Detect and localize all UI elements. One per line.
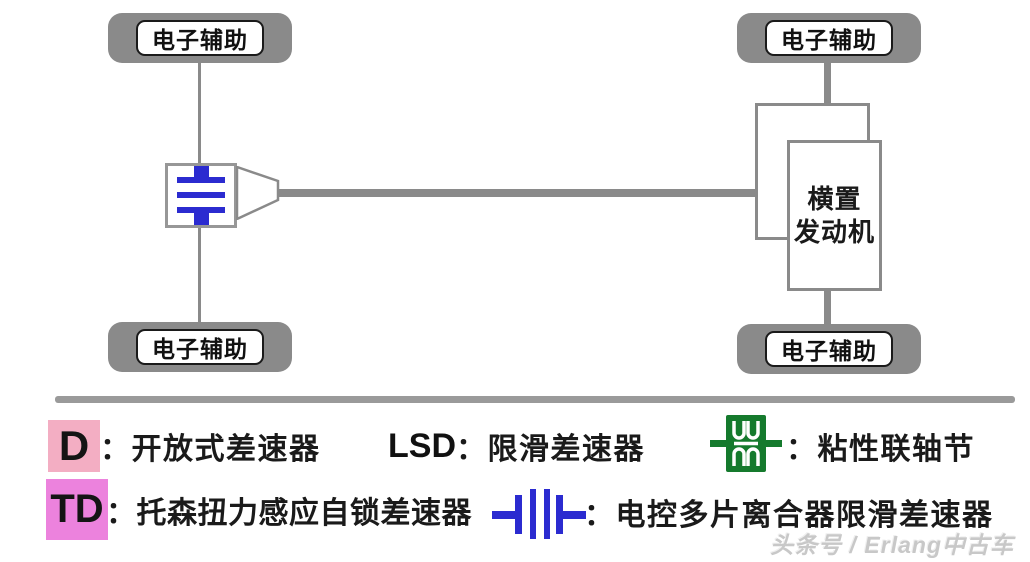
- front-differential-box: [165, 163, 237, 228]
- legend-viscous-coupling: [710, 414, 782, 474]
- viscous-coupling-icon: [710, 415, 782, 472]
- multi-plate-clutch-icon: [177, 166, 225, 225]
- legend-lsd-desc: ：限滑差速器: [456, 433, 645, 466]
- left-axle-line-lower: [198, 226, 201, 323]
- wheel-front-right: 电子辅助: [737, 13, 921, 63]
- divider-line: [55, 396, 1015, 403]
- engine-label-line1: 横置: [807, 183, 862, 214]
- engine-box: 横置 发动机: [787, 140, 882, 291]
- left-axle-line-upper: [198, 62, 201, 163]
- multi-plate-clutch-icon: [492, 489, 586, 539]
- wheel-label: 电子辅助: [765, 331, 893, 367]
- wheel-label: 电子辅助: [136, 329, 264, 365]
- wheel-label: 电子辅助: [765, 20, 893, 56]
- legend-chip-open-differential: D: [48, 420, 100, 472]
- wheel-rear-left: 电子辅助: [108, 322, 292, 372]
- watermark-text: 头条号 / Erlang中古车: [770, 532, 1014, 558]
- shaft-coupling-shape: [236, 166, 280, 220]
- wheel-label: 电子辅助: [136, 20, 264, 56]
- legend-chip-torsen: TD: [46, 479, 108, 540]
- legend-key-lsd: LSD: [388, 426, 456, 465]
- right-axle-line-upper: [824, 62, 831, 105]
- legend-clutch-lsd-desc: ：电控多片离合器限滑差速器: [584, 499, 994, 532]
- legend-open-differential-desc: ：开放式差速器: [100, 433, 321, 466]
- legend-clutch-lsd: [492, 487, 586, 541]
- driveshaft-line: [274, 189, 757, 197]
- wheel-front-left: 电子辅助: [108, 13, 292, 63]
- legend-lsd: LSD：限滑差速器: [388, 420, 645, 472]
- engine-label-line2: 发动机: [793, 216, 875, 247]
- legend-viscous-coupling-desc: ：粘性联轴节: [786, 433, 975, 466]
- right-axle-line-lower: [824, 289, 831, 325]
- legend-torsen-desc: ：托森扭力感应自锁差速器: [106, 497, 472, 530]
- wheel-rear-right: 电子辅助: [737, 324, 921, 374]
